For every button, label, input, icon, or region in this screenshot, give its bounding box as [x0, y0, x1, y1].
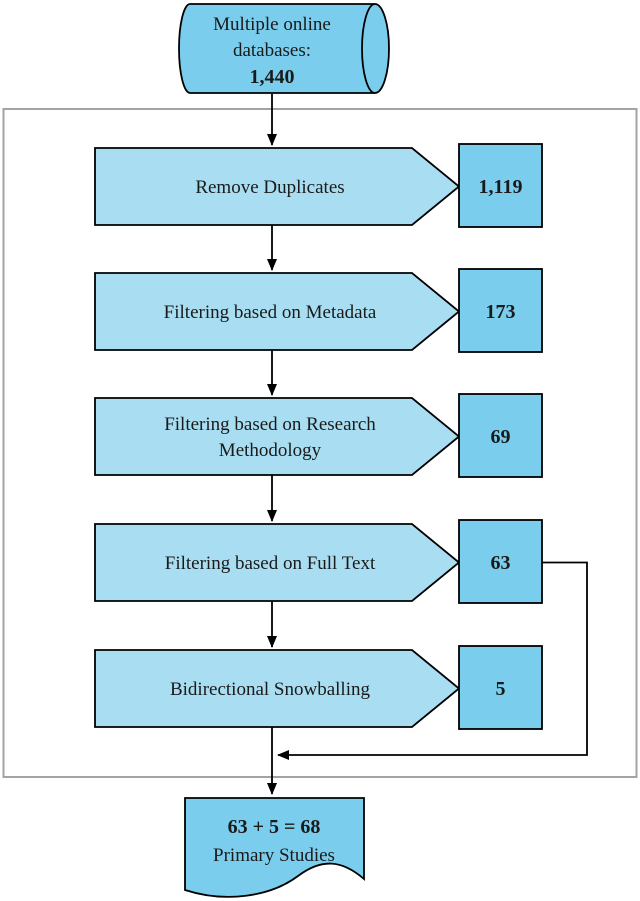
step3-label-line2: Methodology	[219, 440, 322, 461]
step1-label: Remove Duplicates	[195, 177, 344, 198]
step-bidirectional-snowballing: Bidirectional Snowballing 5	[94, 645, 543, 730]
step3-count-box	[458, 393, 543, 478]
step4-pentagon	[94, 523, 461, 602]
step5-pentagon	[94, 649, 461, 728]
step-remove-duplicates: Remove Duplicates 1,119	[94, 143, 543, 228]
result-line1: 63 + 5 = 68	[228, 816, 321, 838]
source-db-line2: databases:	[233, 40, 311, 61]
step2-count-box	[458, 268, 543, 353]
step-filter-fulltext: Filtering based on Full Text 63	[94, 519, 543, 604]
step4-label: Filtering based on Full Text	[165, 553, 376, 574]
source-db-count: 1,440	[250, 66, 295, 88]
document-shape	[184, 797, 365, 898]
step-filter-research-methodology: Filtering based on Research Methodology …	[94, 393, 543, 478]
flow-arrows	[267, 94, 588, 795]
feedback-line-fulltext-to-result	[277, 561, 588, 760]
step3-label-line1: Filtering based on Research	[164, 414, 376, 435]
step4-count-box	[458, 519, 543, 604]
source-db-line1: Multiple online	[213, 14, 331, 35]
step3-count: 69	[491, 426, 511, 448]
step4-count: 63	[491, 552, 511, 574]
result-line2: Primary Studies	[213, 845, 335, 866]
step1-count-box	[458, 143, 543, 228]
step2-count: 173	[486, 301, 516, 323]
cylinder-seam	[361, 3, 376, 94]
step1-pentagon	[94, 147, 461, 226]
step5-label: Bidirectional Snowballing	[170, 679, 371, 700]
source-database-cylinder: Multiple online databases: 1,440	[178, 3, 390, 94]
step3-pentagon	[94, 397, 461, 476]
step2-pentagon	[94, 272, 461, 351]
step5-count-box	[458, 645, 543, 730]
result-document: 63 + 5 = 68 Primary Studies	[184, 797, 365, 898]
step-filter-metadata: Filtering based on Metadata 173	[94, 268, 543, 353]
step2-label: Filtering based on Metadata	[164, 302, 377, 323]
step5-count: 5	[496, 678, 506, 700]
step1-count: 1,119	[479, 176, 523, 198]
